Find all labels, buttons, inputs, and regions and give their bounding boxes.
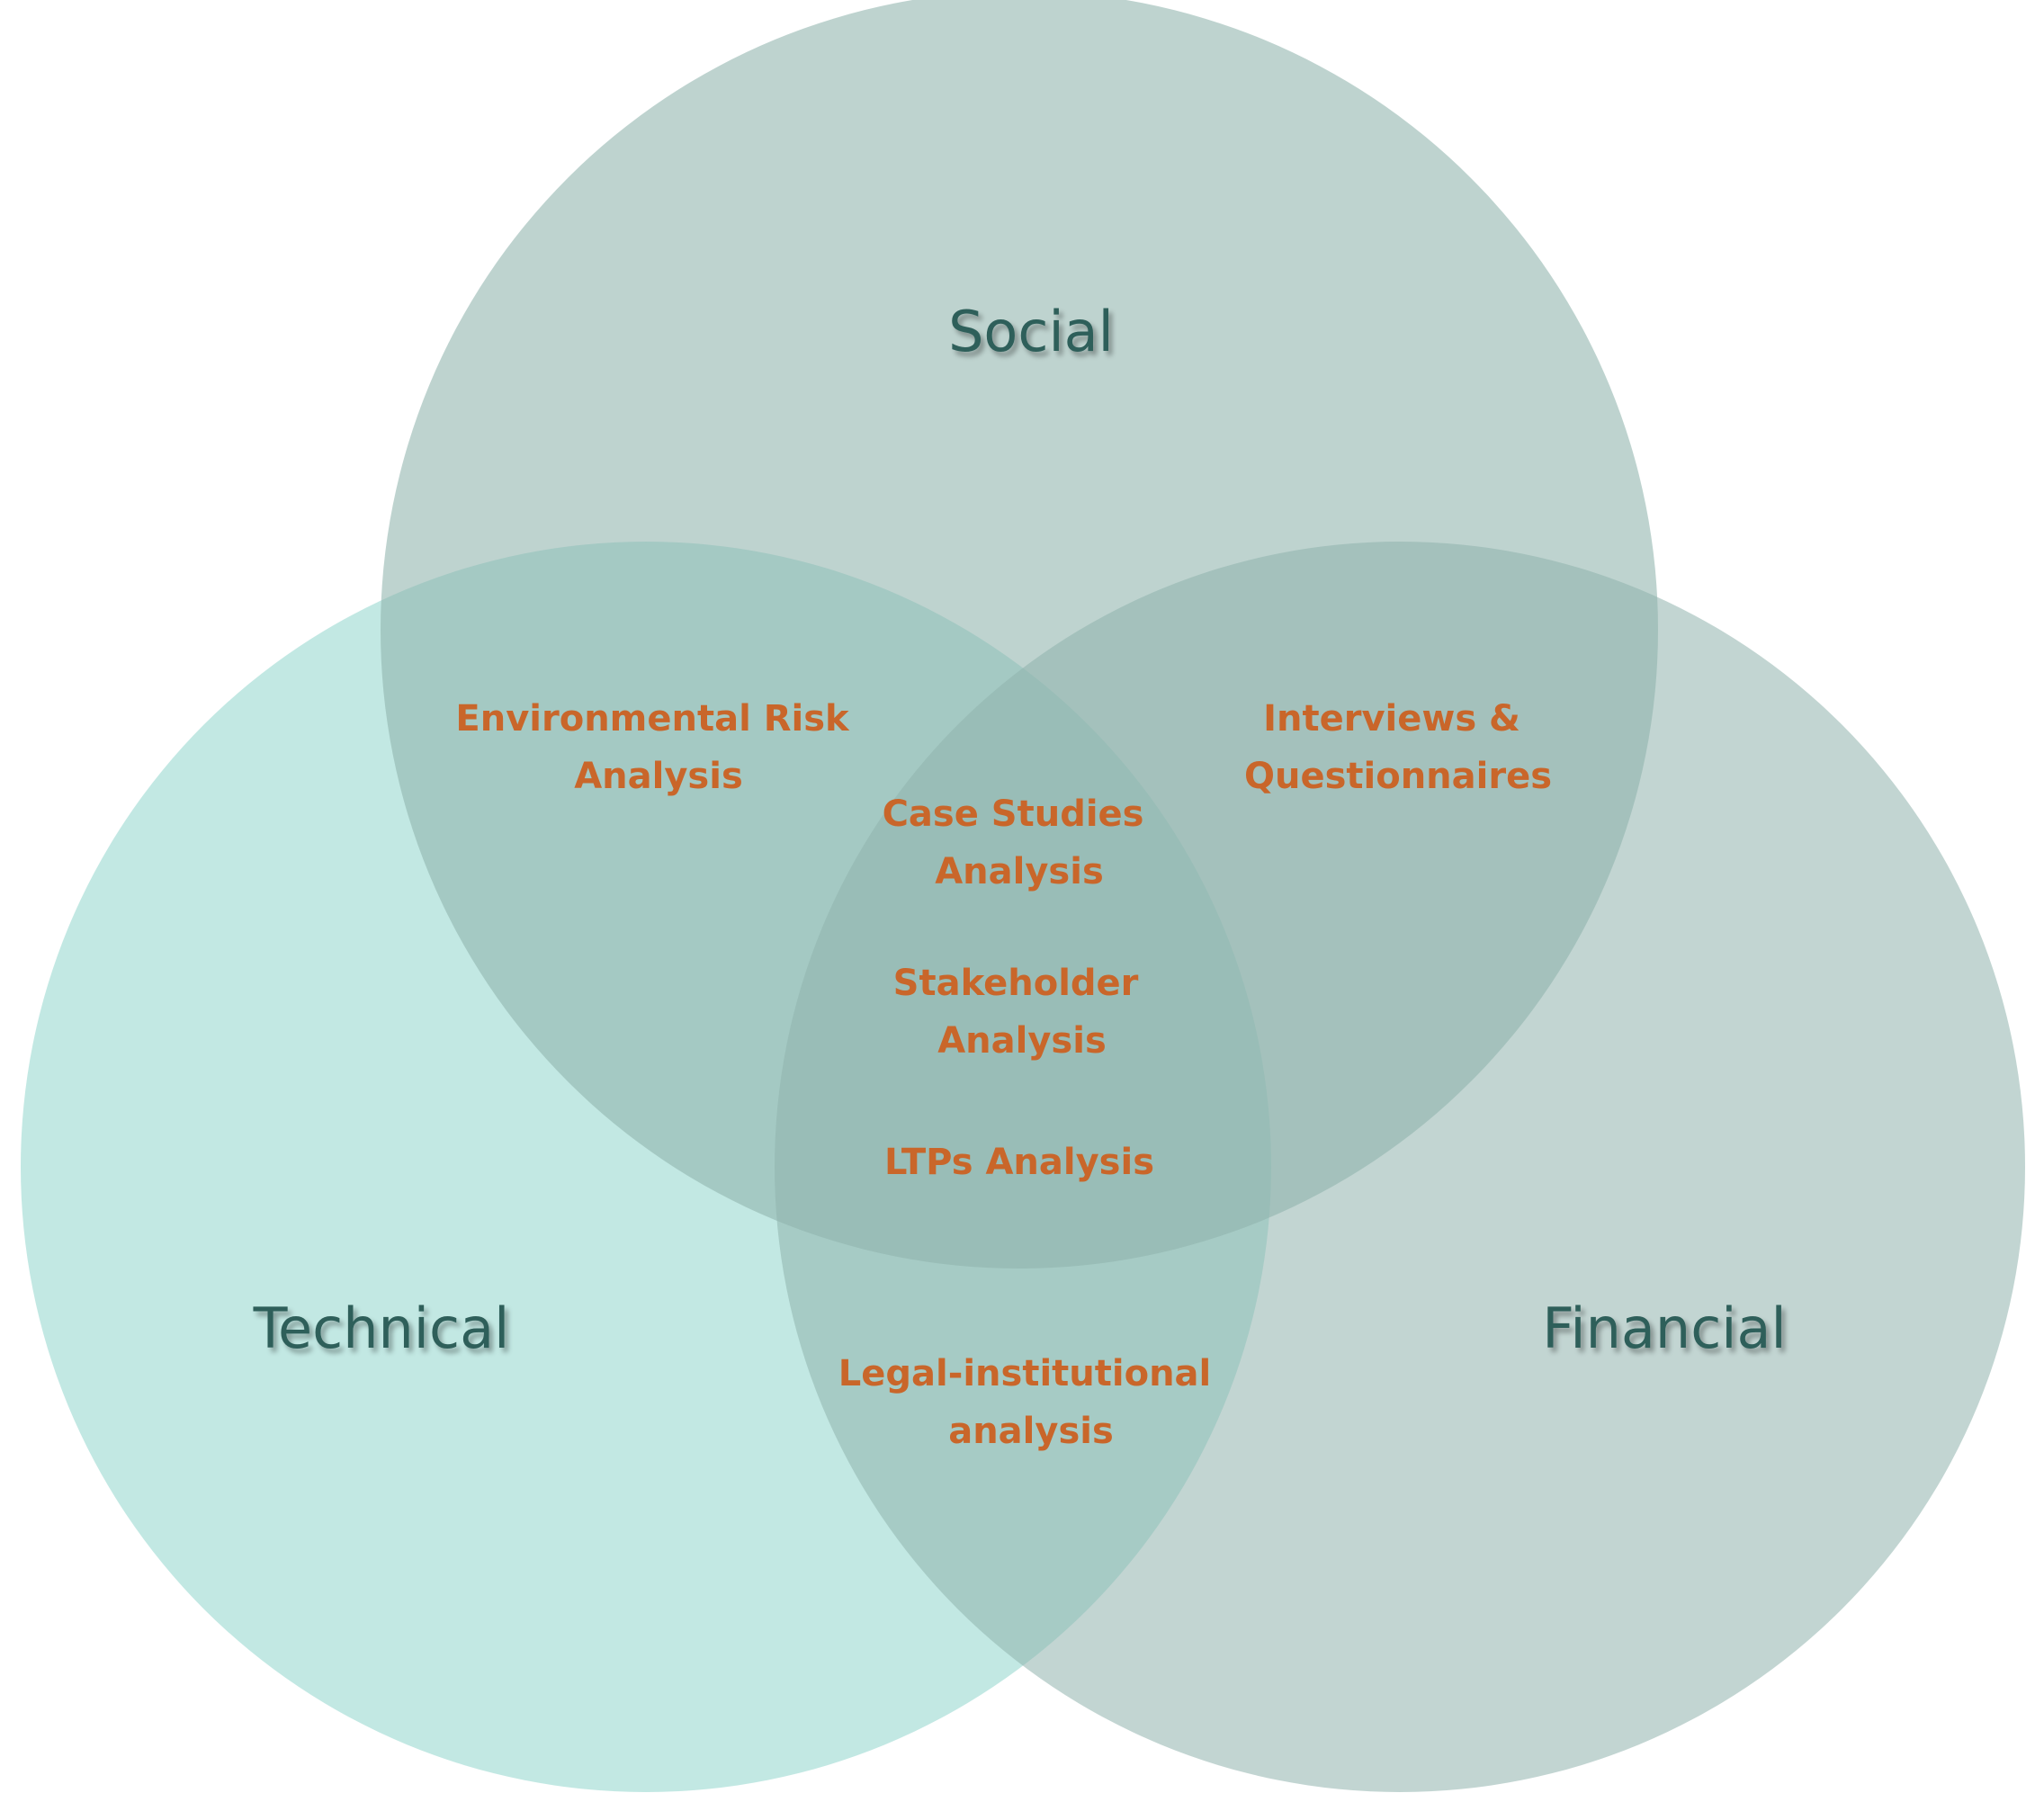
case-studies-analysis-label: Case Studies Analysis (883, 793, 1157, 892)
social-circle (381, 0, 1658, 1269)
stakeholder-analysis-label: Stakeholder Analysis (893, 963, 1152, 1062)
social-label: Social (948, 299, 1114, 364)
technical-label: Technical (253, 1295, 510, 1361)
interviews-questionnaires-label: Interviews & Questionnaires (1244, 698, 1552, 797)
financial-label: Financial (1542, 1295, 1787, 1361)
legal-institutional-analysis-label: Legal-institutional analysis (838, 1353, 1224, 1452)
environmental-risk-analysis-label: Environmental Risk Analysis (455, 698, 861, 797)
ltps-analysis-label: LTPs Analysis (884, 1142, 1154, 1183)
